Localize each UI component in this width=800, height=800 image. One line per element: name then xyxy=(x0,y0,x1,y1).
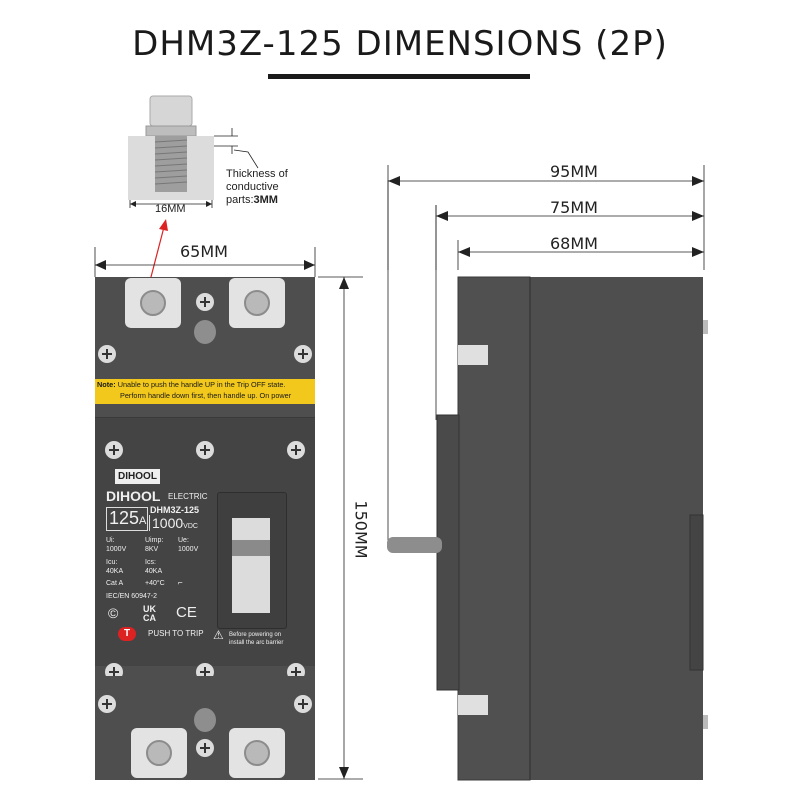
category: Cat A xyxy=(106,580,124,587)
caution-text: Before powering on install the arc barrie… xyxy=(229,631,283,647)
bolt-width-label: 16MM xyxy=(155,203,186,215)
voltage-unit: VDC xyxy=(183,523,198,530)
lower-screws xyxy=(98,695,312,757)
standard: IEC/EN 60947-2 xyxy=(106,593,157,600)
spec-ue-label: Ue: xyxy=(178,537,189,544)
brand-logo: DIHOOL xyxy=(106,488,160,504)
warning-line2: Perform handle down first, then handle u… xyxy=(120,391,292,400)
caution-triangle-icon: ⚠ xyxy=(213,628,224,642)
warning-line1-wrap: Note: Unable to push the handle UP in th… xyxy=(97,379,315,390)
panel-screws xyxy=(105,441,305,676)
rating-current-unit: A xyxy=(139,515,147,527)
spec-ics: Ics: 40KA xyxy=(145,558,162,576)
terminal-bolt-icon xyxy=(140,290,166,316)
thickness-note-line2: conductive xyxy=(226,181,279,193)
spec-ue: Ue: 1000V xyxy=(178,536,198,554)
thickness-note-line1: Thickness of xyxy=(226,168,288,180)
temperature: +40°C xyxy=(145,580,165,587)
spec-uimp: Uimp: 8KV xyxy=(145,536,163,554)
trip-button[interactable]: T xyxy=(118,627,136,641)
spec-ui: Ui: 1000V xyxy=(106,536,126,554)
handle-band xyxy=(232,540,270,556)
ccc-mark-icon: © xyxy=(108,605,119,621)
ukca-mark: UK CA xyxy=(143,604,156,623)
thickness-note-line3: parts:3MM xyxy=(226,194,306,207)
side-extension-lines xyxy=(387,180,437,542)
width-label: 65MM xyxy=(180,242,228,261)
terminal-bolt-icon xyxy=(244,290,270,316)
spec-ue-value: 1000V xyxy=(178,546,199,553)
brand-box: DIHOOL xyxy=(115,469,160,484)
title-underline xyxy=(268,74,530,79)
warning-note: Note: Unable to push the handle UP in th… xyxy=(95,379,315,404)
spec-ics-value: 40KA xyxy=(145,568,163,575)
page-title: DHM3Z-125 DIMENSIONS (2P) xyxy=(132,24,668,64)
top-left-terminal xyxy=(125,278,181,328)
height-dimension-line xyxy=(318,276,363,780)
brand-suffix: ELECTRIC xyxy=(168,492,208,501)
caution-line2: install the arc barrier xyxy=(229,640,284,646)
rating-box xyxy=(106,507,148,531)
terminal-bolt-icon xyxy=(244,740,270,766)
push-to-trip-label: PUSH TO TRIP xyxy=(148,629,204,638)
rating-current: 125A xyxy=(109,508,146,529)
upper-screws xyxy=(98,345,312,363)
terminal-bolt-icon xyxy=(146,740,172,766)
breaker-side-view xyxy=(387,276,708,781)
warning-line1: Unable to push the handle UP in the Trip… xyxy=(117,380,286,389)
spec-icu-label: Icu: xyxy=(106,559,118,566)
side-mid-label: 75MM xyxy=(550,198,598,217)
width-dimension-line xyxy=(94,247,316,277)
thickness-note: Thickness of conductive parts:3MM xyxy=(226,168,306,207)
warning-label: Note: xyxy=(97,380,116,389)
spec-ics-label: Ics: xyxy=(145,559,156,566)
height-label: 150MM xyxy=(351,500,371,559)
spec-uimp-label: Uimp: xyxy=(145,537,164,544)
spec-ui-value: 1000V xyxy=(106,546,127,553)
brand-name: DIHOOL xyxy=(106,488,161,504)
breaker-handle[interactable] xyxy=(232,518,270,613)
thickness-note-prefix: parts: xyxy=(226,194,254,206)
voltage-value: 1000 xyxy=(152,515,184,531)
model-number: DHM3Z-125 xyxy=(150,505,200,515)
spec-icu: Icu: 40KA xyxy=(106,558,123,576)
bottom-left-terminal xyxy=(131,728,187,778)
thickness-note-value: 3MM xyxy=(253,194,278,206)
side-total-label: 95MM xyxy=(550,162,598,181)
voltage-rating: 1000VDC xyxy=(149,515,198,531)
caution-line1: Before powering on xyxy=(229,632,282,638)
bolt-detail-drawing xyxy=(128,95,259,208)
side-body-label: 68MM xyxy=(550,234,598,253)
top-center-screws xyxy=(194,293,216,344)
rating-current-value: 125 xyxy=(109,508,140,528)
top-right-terminal xyxy=(229,278,285,328)
ce-mark: CE xyxy=(176,604,197,621)
spec-uimp-value: 8KV xyxy=(145,546,159,553)
bottom-right-terminal xyxy=(229,728,285,778)
spec-ui-label: Ui: xyxy=(106,537,115,544)
switch-symbol-icon: ⌐ xyxy=(178,578,183,587)
spec-icu-value: 40KA xyxy=(106,568,124,575)
